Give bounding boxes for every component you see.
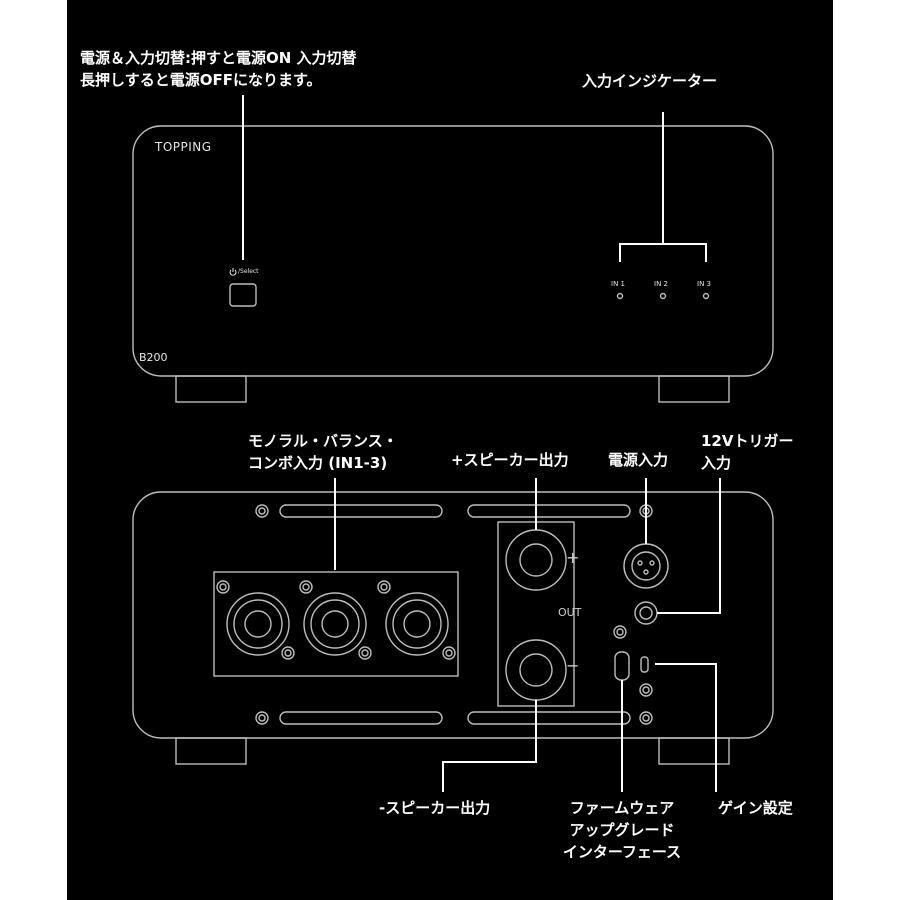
- speaker-terminal-minus: [505, 639, 567, 701]
- callout-firmware-line2: アップグレード: [569, 821, 675, 839]
- plus-mark: +: [566, 548, 580, 567]
- speaker-terminal-plus: [505, 529, 567, 591]
- combo-input-plate: [213, 571, 459, 677]
- callout-firmware-line3: インターフェース: [562, 843, 682, 861]
- callout-line-trigger: [657, 478, 721, 614]
- callout-gain: ゲイン設定: [718, 799, 793, 817]
- rear-right-foot: [658, 737, 730, 765]
- minus-mark: −: [566, 656, 580, 675]
- vent-slot: [467, 711, 631, 725]
- small-jack: [639, 683, 653, 697]
- power-input-jack: [623, 543, 669, 589]
- front-right-foot: [658, 375, 730, 403]
- power-button-caption: /Select: [238, 268, 259, 275]
- small-jack: [613, 625, 627, 639]
- rear-left-foot: [175, 737, 247, 765]
- callout-combo-line2: コンボ入力 (IN1-3): [248, 454, 388, 472]
- front-left-foot: [175, 375, 247, 403]
- vent-slot: [467, 504, 631, 518]
- callout-minus-speaker: -スピーカー出力: [379, 799, 491, 817]
- indicator-label-in2: IN 2: [654, 280, 668, 288]
- gain-switch: [640, 656, 649, 673]
- vent-slot: [279, 504, 443, 518]
- combo-jack-in1: [216, 580, 295, 660]
- power-icon: [229, 268, 237, 276]
- callout-power-select-line2: 長押しすると電源OFFになります。: [80, 71, 322, 89]
- combo-jack-in2: [299, 580, 372, 660]
- screw: [639, 711, 653, 725]
- in1-led: [616, 292, 624, 300]
- screw: [255, 711, 269, 725]
- indicator-label-in1: IN 1: [611, 280, 625, 288]
- rear-chassis: [132, 491, 774, 739]
- callout-power-input: 電源入力: [608, 451, 669, 469]
- callout-line-gain: [655, 663, 717, 792]
- in2-led: [659, 292, 667, 300]
- callout-trigger-line2: 入力: [701, 454, 732, 472]
- front-chassis: [132, 125, 774, 377]
- firmware-usb-c-port: [614, 651, 630, 681]
- callout-line-indicator-bracket: [619, 243, 707, 262]
- trigger-12v-jack: [634, 601, 658, 625]
- indicator-label-in3: IN 3: [697, 280, 711, 288]
- screw: [255, 504, 269, 518]
- callout-plus-speaker: +スピーカー出力: [451, 451, 569, 469]
- power-select-button: [229, 283, 257, 307]
- combo-jack-in3: [377, 580, 456, 660]
- vent-slot: [279, 711, 443, 725]
- callout-input-indicator: 入力インジケーター: [582, 72, 718, 90]
- model-label: B200: [139, 351, 168, 364]
- brand-logo-text: TOPPING: [155, 140, 212, 154]
- callout-line-minus: [442, 700, 537, 792]
- callout-power-select-line1: 電源＆入力切替:押すと電源ON 入力切替: [80, 49, 357, 67]
- callout-trigger-line1: 12Vトリガー: [701, 432, 794, 450]
- in3-led: [702, 292, 710, 300]
- black-panel: [67, 0, 833, 900]
- out-label: OUT: [558, 606, 582, 619]
- callout-combo-line1: モノラル・バランス・: [248, 432, 398, 450]
- callout-firmware-line1: ファームウェア: [569, 799, 675, 817]
